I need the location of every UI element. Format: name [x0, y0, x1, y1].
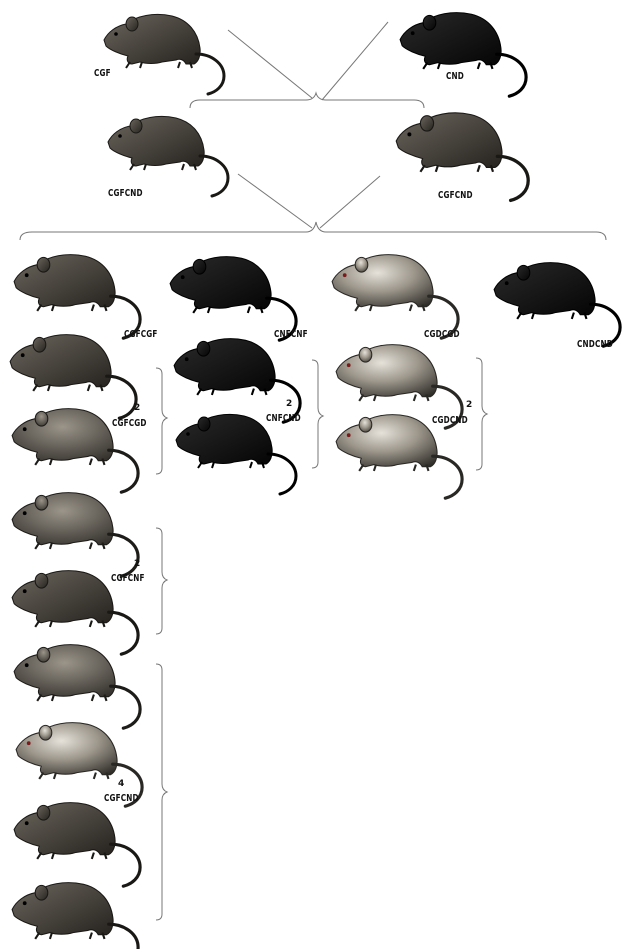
group-count-cgdcnd: 2 [466, 400, 473, 410]
rat-f2-cnfcnf [168, 255, 298, 342]
group-label-cgfcnd: CGFCND [104, 793, 139, 804]
rat-cgfcnd-3 [12, 801, 142, 888]
rat-f2-cndcnd [492, 261, 622, 348]
brace-cgdcnd [475, 357, 489, 471]
rat-parent-cnd [398, 11, 528, 98]
rat-f2-cgfcgf [12, 253, 142, 340]
rat-parent-cgf [102, 12, 226, 96]
rat-cgfcnd-2 [14, 721, 144, 808]
parent-right-label: CND [446, 71, 464, 82]
f1-line-left [237, 173, 313, 229]
brace-cgfcnd [155, 663, 169, 921]
group-count-cgfcnf: 2 [134, 559, 141, 569]
brace-cnfcnd [311, 359, 325, 469]
rat-cnfcnd-2 [174, 412, 298, 496]
brace-cgfcgd [155, 367, 169, 475]
f2-label-cnfcnf: CNFCNF [274, 329, 308, 340]
f2-brace [19, 221, 607, 241]
parent-left-label: CGF [94, 68, 111, 79]
f1-left-label: CGFCND [108, 188, 143, 199]
group-count-cgfcnd: 4 [118, 779, 125, 789]
rat-cgfcnd-1 [12, 643, 142, 730]
group-label-cgfcgd: CGFCGD [112, 418, 147, 429]
f1-line-right [319, 175, 381, 229]
group-count-cgfcgd: 2 [134, 403, 141, 413]
group-label-cgdcnd: CGDCND [432, 415, 468, 426]
rat-f1-right [394, 111, 530, 203]
rat-cgfcnd-4 [10, 881, 140, 949]
rat-cgfcgd-1 [8, 333, 138, 420]
rat-f2-cgdcgd [330, 253, 460, 340]
rat-cgdcnd-1 [334, 343, 464, 430]
f1-right-label: CGFCND [438, 190, 473, 201]
rat-cnfcnd-1 [172, 337, 302, 424]
group-label-cgfcnf: CGFCNF [111, 573, 145, 584]
group-label-cnfcnd: CNFCND [266, 413, 301, 424]
f2-label-cgfcgf: CGFCGF [124, 329, 158, 340]
f1-brace [189, 91, 425, 109]
rat-cgfcnf-1 [10, 491, 140, 578]
cross-line-right [321, 21, 389, 101]
rat-cgdcnd-2 [334, 413, 464, 500]
f2-label-cndcnd: CNDCND [577, 339, 613, 350]
brace-cgfcnf [155, 527, 169, 635]
group-count-cnfcnd: 2 [286, 399, 293, 409]
rat-cgfcnf-2 [10, 569, 140, 656]
rat-cgfcgd-2 [10, 407, 140, 494]
f2-label-cgdcgd: CGDCGD [424, 329, 460, 340]
cross-line-left [227, 29, 313, 99]
rat-f1-left [106, 114, 230, 198]
